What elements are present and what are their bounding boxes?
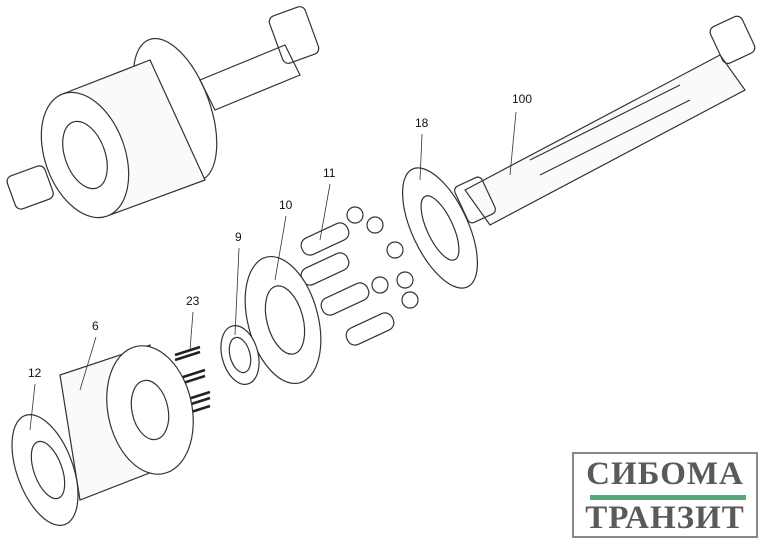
part-12-valve-plate [11, 414, 79, 526]
part-6-cylinder-block [59, 344, 194, 501]
label-12: 12 [28, 366, 42, 380]
company-logo: СИБОМА ТРАНЗИТ [572, 452, 758, 538]
label-9: 9 [235, 230, 242, 244]
part-100-shaft [453, 15, 756, 226]
part-10-retainer-plate [244, 255, 322, 385]
label-100: 100 [512, 92, 533, 106]
logo-line-2: ТРАНЗИТ [585, 500, 745, 536]
part-23-springs [174, 345, 211, 416]
label-11: 11 [323, 166, 336, 180]
label-10: 10 [279, 198, 293, 212]
part-11-pistons [300, 206, 419, 346]
label-18: 18 [415, 116, 429, 130]
logo-divider [590, 495, 746, 500]
part-9-ball-guide [220, 325, 260, 385]
logo-line-1: СИБОМА [586, 456, 744, 492]
leader-lines [29, 111, 517, 431]
label-6: 6 [92, 319, 99, 333]
part-18-plate [402, 167, 478, 289]
label-23: 23 [186, 294, 200, 308]
assembled-pump [6, 6, 320, 219]
